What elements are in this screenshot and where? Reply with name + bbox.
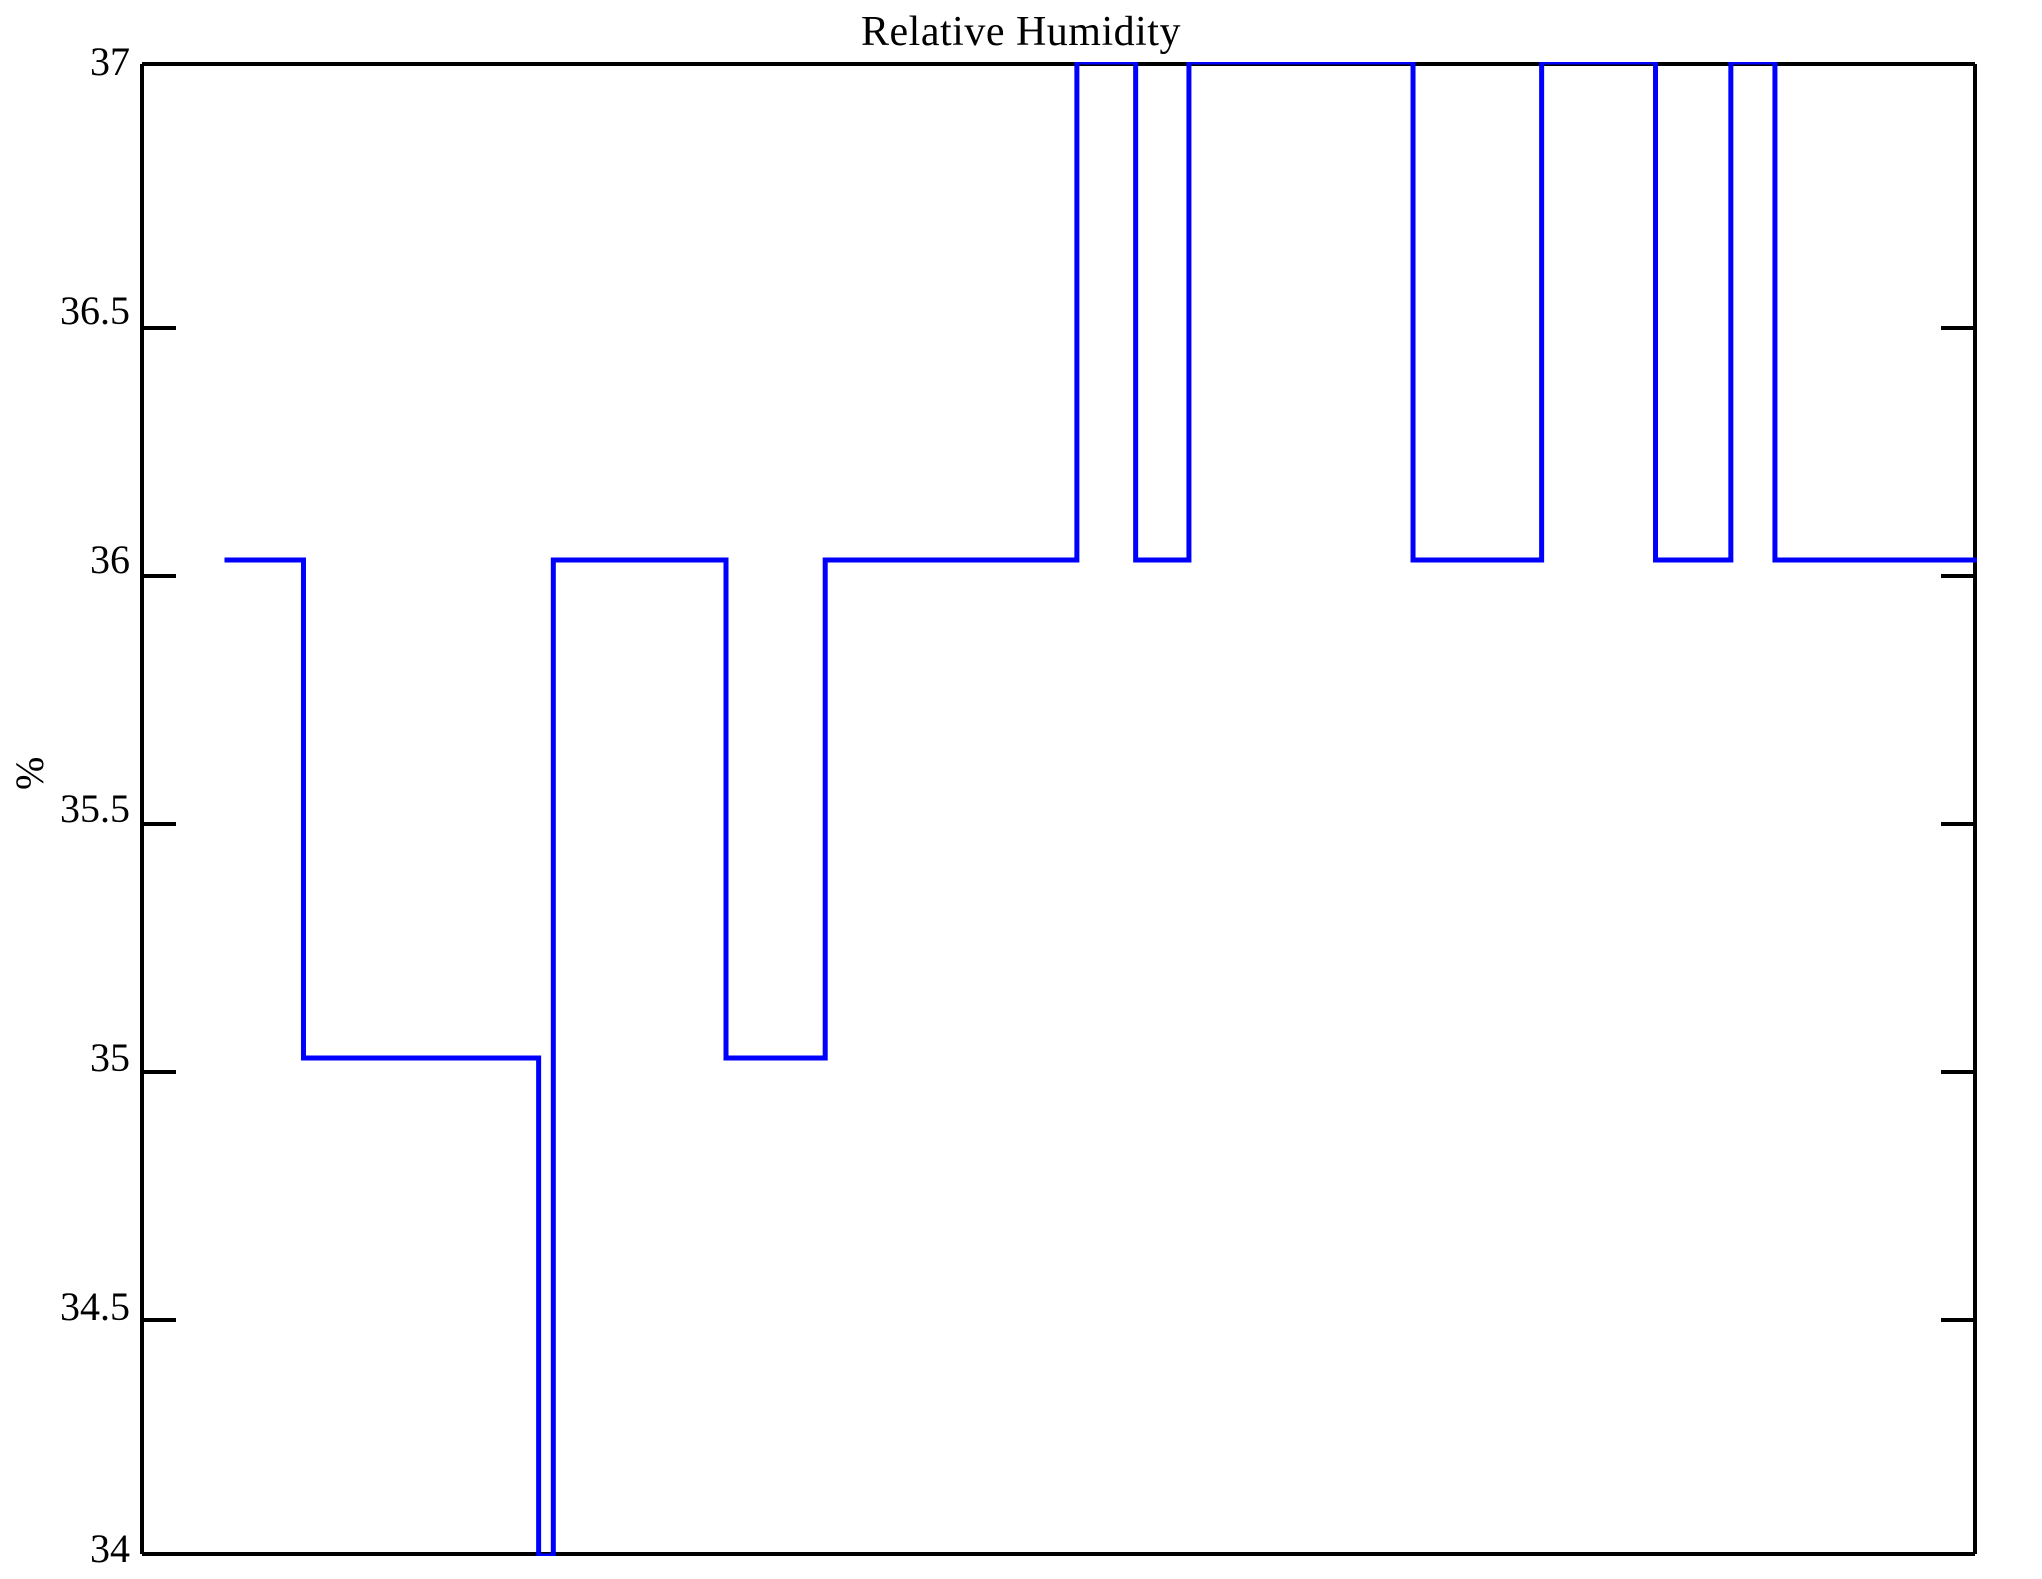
y-tick-label-34: 34 bbox=[90, 1526, 130, 1571]
y-tick-label-35-5: 35.5 bbox=[60, 786, 130, 831]
y-tick-label-37: 37 bbox=[90, 39, 130, 84]
y-tick-label-36: 36 bbox=[90, 537, 130, 582]
data-series-line bbox=[224, 62, 1977, 1556]
plot-area bbox=[140, 62, 1977, 1556]
y-tick-label-34-5: 34.5 bbox=[60, 1284, 130, 1329]
chart-title: Relative Humidity bbox=[861, 9, 1181, 55]
y-tick-label-35: 35 bbox=[90, 1035, 130, 1080]
plot-svg bbox=[140, 62, 1977, 1556]
y-axis-tick-labels: 37 36.5 36 35.5 35 34.5 34 bbox=[0, 0, 130, 1579]
y-tick-label-36-5: 36.5 bbox=[60, 288, 130, 333]
axis-frame bbox=[140, 62, 1977, 1556]
y-tick-marks bbox=[142, 326, 1975, 1322]
